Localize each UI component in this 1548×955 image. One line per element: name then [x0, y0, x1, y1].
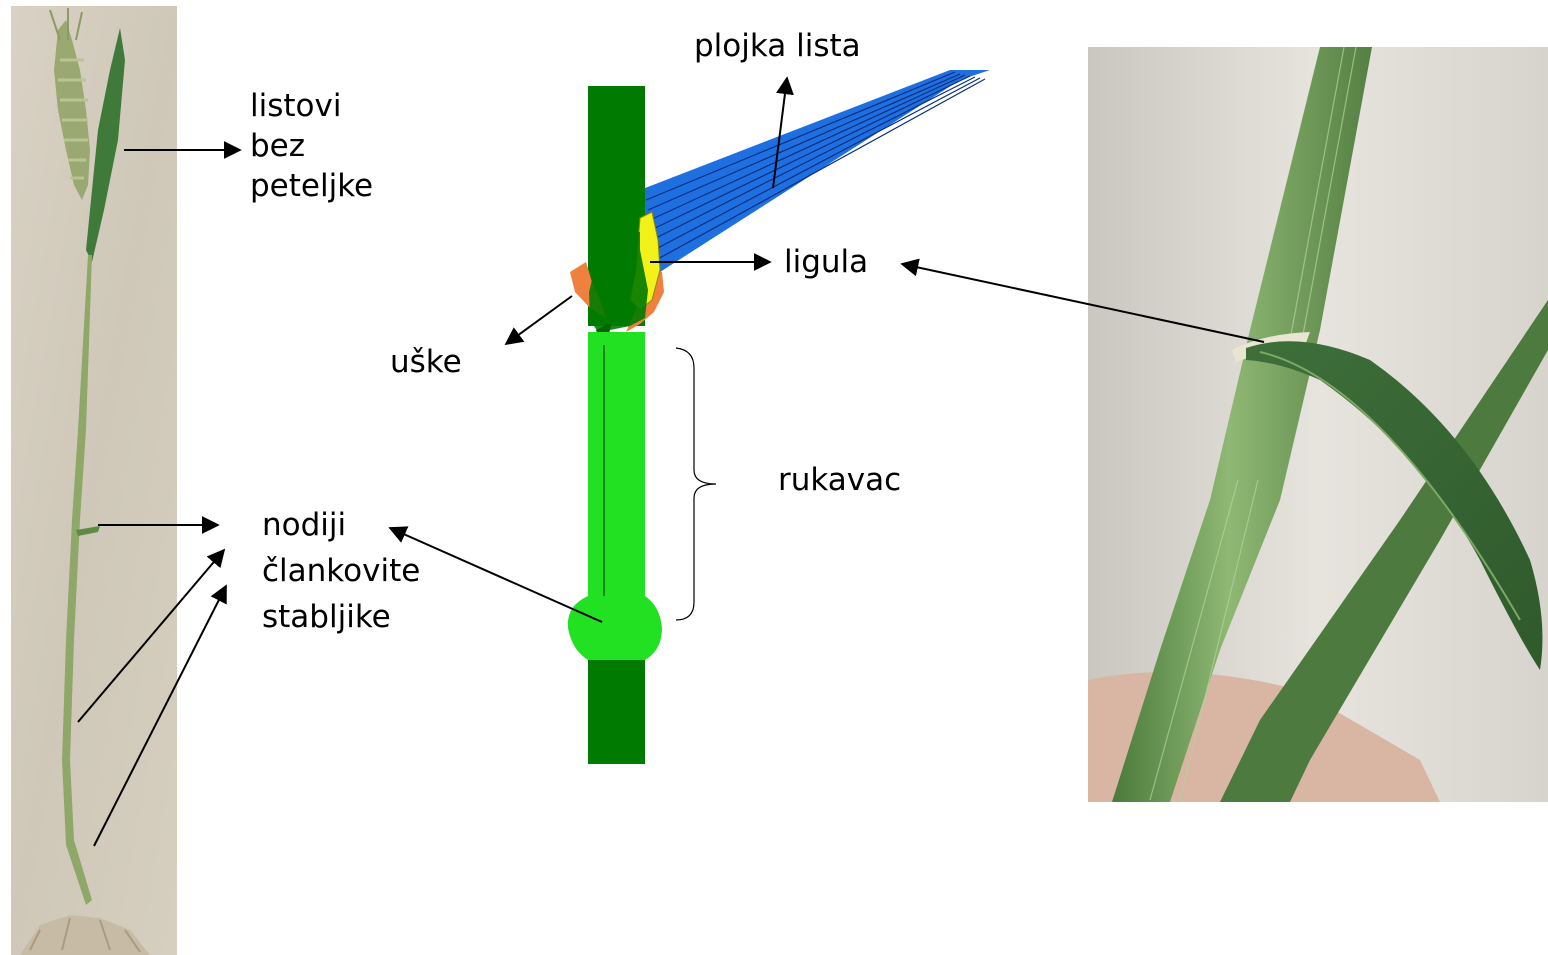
right-closeup-photo: [1088, 47, 1548, 802]
label-sheath: rukavac: [778, 460, 901, 500]
label-nodes: nodiji člankovite stabljike: [262, 502, 420, 640]
label-nodes-line3: stabljike: [262, 594, 420, 640]
stem-lower-shape: [588, 660, 645, 764]
left-plant-photo: [11, 6, 177, 955]
arrow-node-schematic: [390, 528, 602, 622]
label-leaves-line3: peteljke: [250, 166, 373, 206]
node-shape: [568, 596, 662, 660]
grass-leaf-schematic: [568, 70, 990, 764]
label-nodes-line1: nodiji: [262, 502, 420, 548]
label-leaves-no-petiole: listovi bez peteljke: [250, 86, 373, 206]
label-ligule: ligula: [784, 242, 868, 282]
arrow-auricles: [506, 296, 572, 344]
label-nodes-line2: člankovite: [262, 548, 420, 594]
sheath-shape: [588, 332, 645, 608]
label-leaf-blade: plojka lista: [694, 26, 861, 66]
label-auricles: uške: [390, 342, 462, 382]
sheath-bracket: [676, 348, 716, 620]
label-leaves-line1: listovi: [250, 86, 373, 126]
label-leaves-line2: bez: [250, 126, 373, 166]
